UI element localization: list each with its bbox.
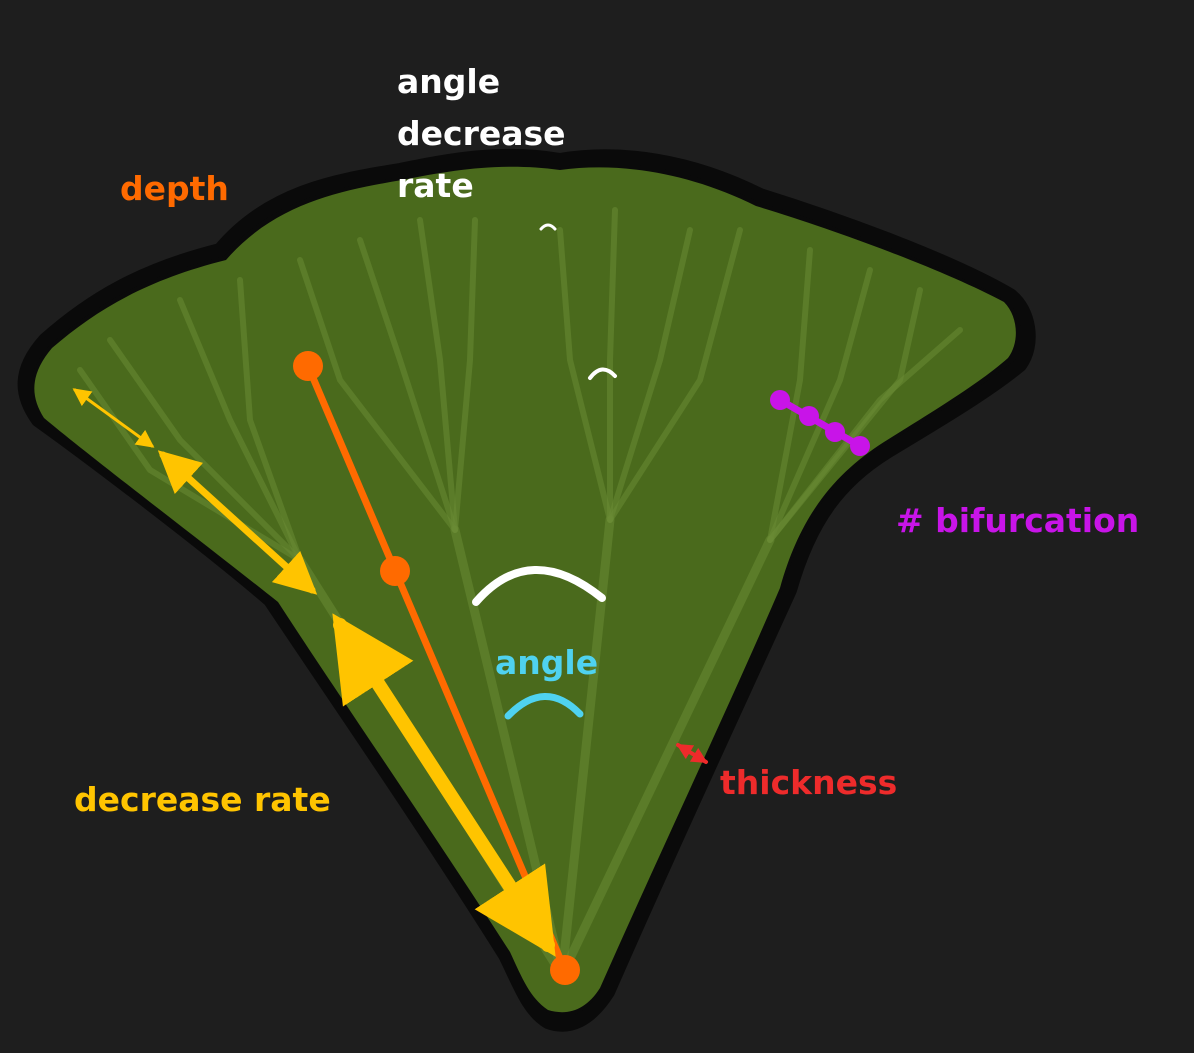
decrease-rate-label: decrease rate (74, 780, 331, 819)
decrease-rate-arrow-medium (157, 450, 318, 595)
depth-point-root (550, 955, 580, 985)
bifurcation-point (825, 422, 845, 442)
angle-arc-small (539, 223, 557, 231)
depth-point-middle (380, 556, 410, 586)
angle-decrease-rate-arcs (472, 223, 617, 606)
bifurcation-point (799, 406, 819, 426)
bifurcation-point (850, 436, 870, 456)
angle-arc-large (472, 566, 606, 606)
bifurcation-point (770, 390, 790, 410)
decrease-rate-arrow-large (332, 613, 556, 957)
bifurcation-label: # bifurcation (896, 501, 1140, 540)
angle-decrease-rate-label: angle decrease rate (397, 56, 566, 212)
decrease-rate-arrow-small (72, 388, 155, 448)
thickness-arrow (676, 743, 708, 764)
angle-label: angle (495, 643, 599, 682)
angle-arc-medium (588, 367, 617, 380)
angle-decrease-rate-line-2: decrease (397, 114, 566, 153)
bifurcation-marker (770, 390, 870, 456)
angle-decrease-rate-line-1: angle (397, 62, 501, 101)
fan-shape (34, 166, 1016, 1013)
thickness-label: thickness (720, 763, 898, 802)
tree-branches (77, 207, 963, 980)
depth-label: depth (120, 169, 229, 208)
depth-point-top (293, 351, 323, 381)
decrease-rate-arrows (72, 388, 556, 957)
angle-arc (504, 693, 584, 720)
angle-decrease-rate-line-3: rate (397, 166, 474, 205)
